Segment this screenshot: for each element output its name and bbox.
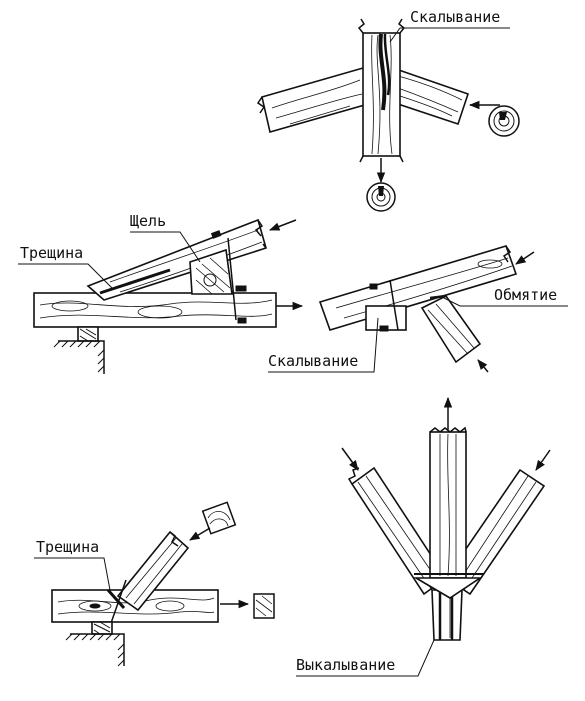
label-gap: Щель — [130, 212, 166, 230]
bl-support — [65, 621, 125, 667]
top-right-end-grain-circle — [488, 105, 520, 137]
mr-rafter — [318, 245, 518, 331]
br-right-arrow — [535, 449, 551, 471]
label-shear-2: Скалывание — [268, 352, 358, 370]
top-end-grain-circle — [366, 182, 396, 212]
br-left-arrow — [341, 447, 359, 471]
br-post — [429, 426, 467, 579]
middle-right-joint: Обмятие Скалывание — [268, 245, 568, 373]
br-bottom-piece — [431, 588, 463, 641]
bottom-left-joint: Трещина — [34, 501, 275, 667]
bl-strut-arrow — [189, 527, 211, 541]
bl-strut — [116, 530, 190, 612]
label-crack-2: Трещина — [36, 538, 99, 556]
ml-rafter-arrow — [269, 219, 297, 231]
br-right-strut — [444, 468, 546, 596]
label-top-shear: Скалывание — [410, 8, 500, 26]
middle-left-joint: Трещина Щель — [18, 212, 304, 374]
mr-brace-arrow — [477, 359, 489, 373]
top-right-strut — [391, 66, 470, 126]
label-crack-1: Трещина — [20, 244, 83, 262]
label-chipping: Выкалывание — [296, 656, 395, 674]
bottom-right-joint: Выкалывание — [296, 396, 551, 677]
top-left-strut — [256, 66, 369, 134]
bl-section-right — [253, 593, 275, 619]
top-post — [357, 18, 406, 163]
mr-rafter-arrow — [515, 251, 535, 265]
ml-support — [53, 326, 105, 374]
top-post-joint: Скалывание — [256, 8, 520, 212]
ml-gap-block — [189, 248, 233, 295]
label-crushing: Обмятие — [494, 286, 557, 304]
bl-section-top — [201, 501, 237, 535]
mr-brace — [420, 294, 482, 364]
mr-plate — [365, 279, 407, 332]
